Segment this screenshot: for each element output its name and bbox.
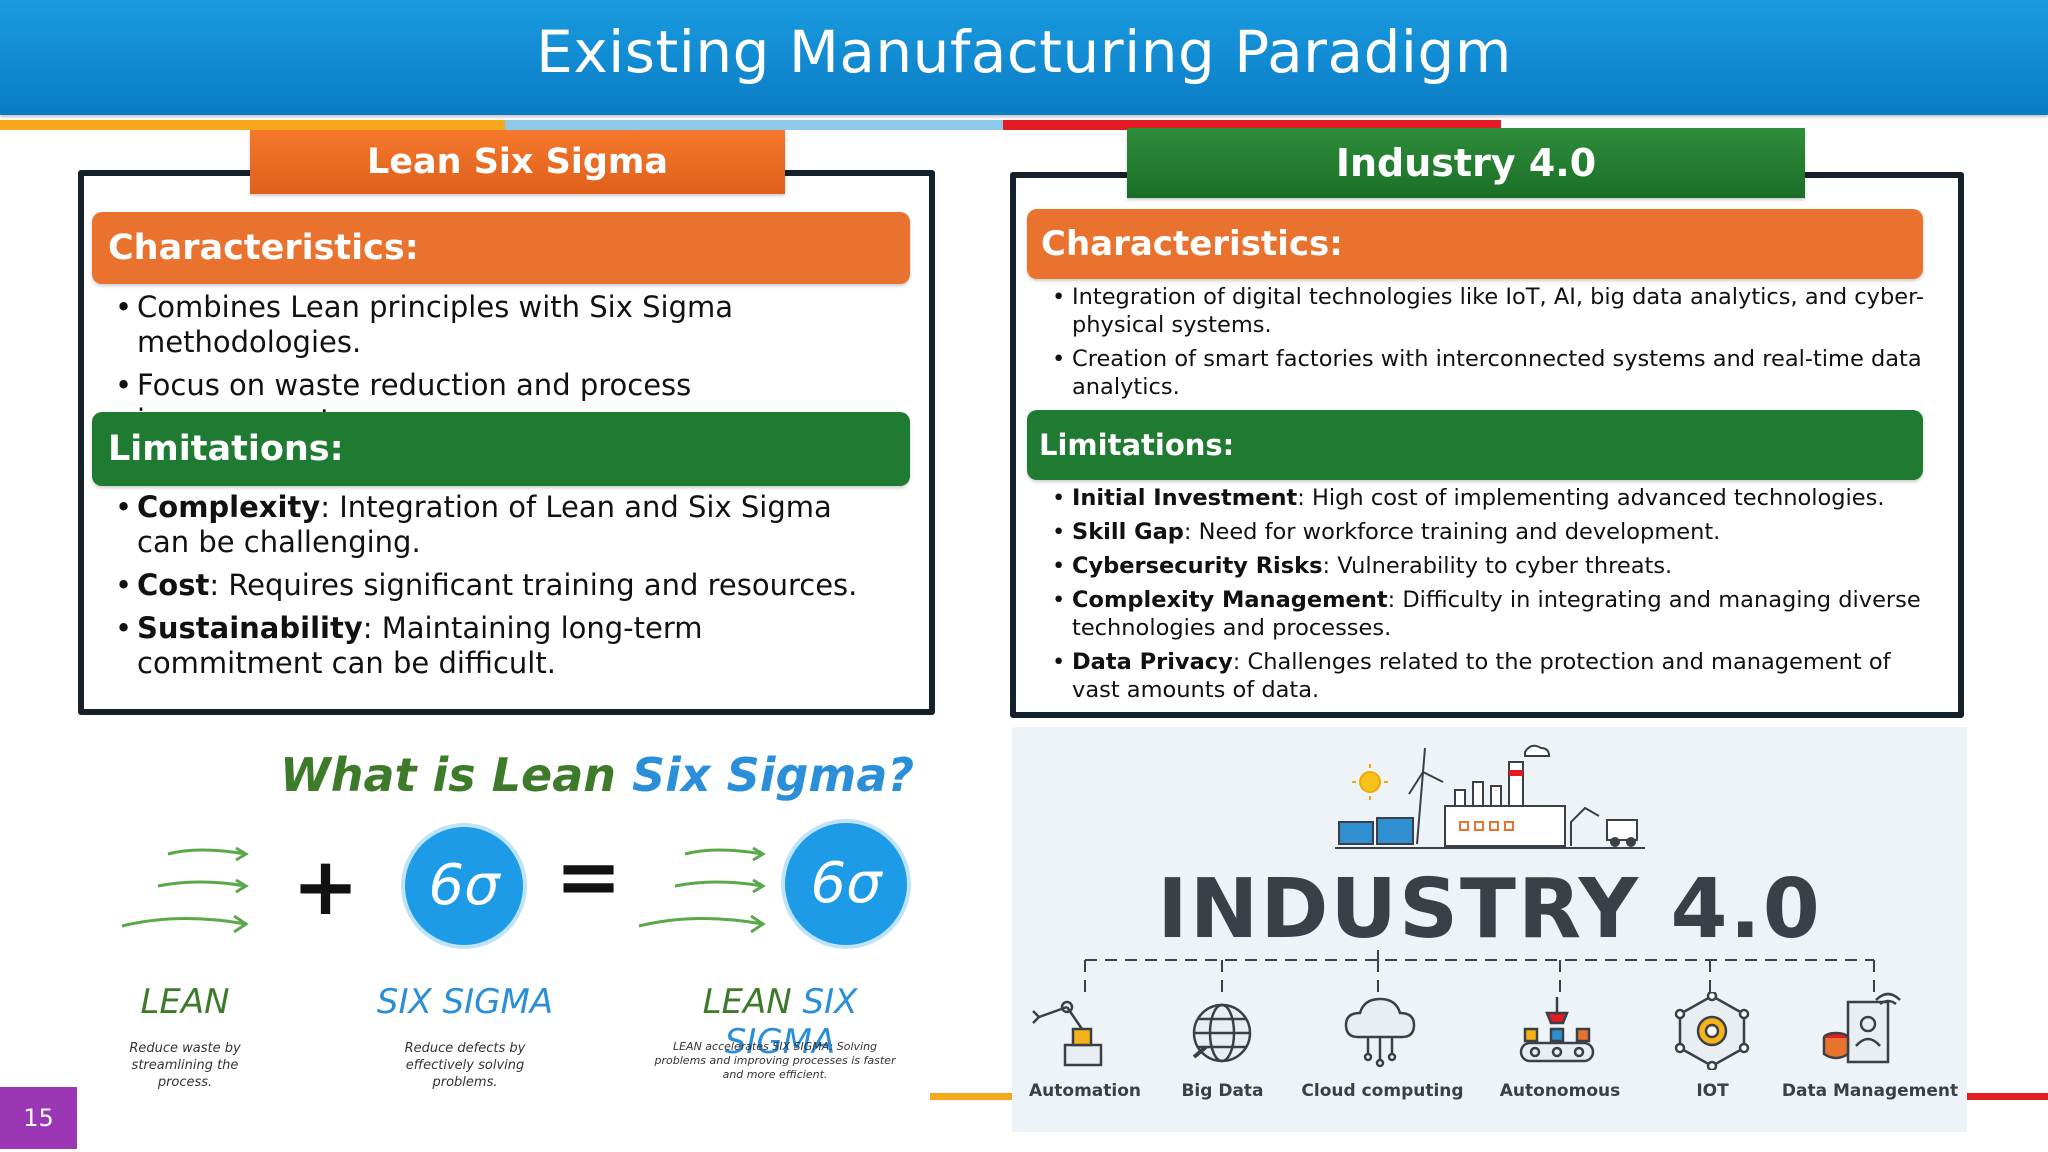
accent-stripe-red <box>1003 120 1501 130</box>
lean-arrows-icon <box>121 846 249 934</box>
accent-stripe-yellow <box>930 1093 1012 1100</box>
list-item: Complexity: Integration of Lean and Six … <box>115 490 885 560</box>
database-icon <box>1822 992 1901 1064</box>
lss-characteristics-heading: Characteristics: <box>92 212 910 284</box>
cloud-computing-label: Cloud computing <box>1301 1081 1464 1101</box>
robot-arm-icon <box>1032 1000 1103 1067</box>
ind-characteristics-list: Integration of digital technologies like… <box>1050 283 1930 407</box>
accent-stripe-yellow <box>0 120 505 130</box>
list-item: Integration of digital technologies like… <box>1050 283 1930 339</box>
list-item: Complexity Management: Difficulty in int… <box>1050 586 1930 642</box>
list-item: Combines Lean principles with Six Sigma … <box>115 290 885 360</box>
list-item: Data Privacy: Challenges related to the … <box>1050 648 1930 704</box>
title-banner <box>0 0 2048 115</box>
list-item: Sustainability: Maintaining long-term co… <box>115 611 885 681</box>
lean-six-sigma-header: Lean Six Sigma <box>250 130 785 194</box>
lss-graphic-title: What is Lean Six Sigma? <box>280 748 915 802</box>
gear-network-icon <box>1674 992 1750 1070</box>
ind-limitations-list: Initial Investment: High cost of impleme… <box>1050 484 1930 710</box>
list-item: Initial Investment: High cost of impleme… <box>1050 484 1930 512</box>
lss-limitations-heading: Limitations: <box>92 412 910 486</box>
accent-stripe-blue <box>505 120 1003 130</box>
accent-stripe-red <box>1967 1093 2048 1100</box>
page-number: 15 <box>0 1087 77 1149</box>
lss-limitations-list: Complexity: Integration of Lean and Six … <box>115 490 885 689</box>
equals-sign: = <box>555 830 623 923</box>
connector-lines <box>1084 950 1875 998</box>
industry-40-title: INDUSTRY 4.0 <box>1157 862 1822 957</box>
six-sigma-description: Reduce defects by effectively solving pr… <box>404 1041 526 1090</box>
six-sigma-label: SIX SIGMA <box>376 982 554 1022</box>
lean-six-sigma-label: LEAN SIX SIGMA <box>702 982 858 1062</box>
list-item: Cost: Requires significant training and … <box>115 568 885 603</box>
cloud-icon <box>1344 997 1416 1068</box>
six-sigma-icon: 6σ <box>405 827 523 945</box>
ind-characteristics-heading: Characteristics: <box>1027 209 1923 279</box>
automation-label: Automation <box>1029 1081 1141 1101</box>
iot-label: IOT <box>1696 1081 1729 1101</box>
globe-icon <box>1192 1003 1252 1063</box>
list-item: Cybersecurity Risks: Vulnerability to cy… <box>1050 552 1930 580</box>
lean-description: Reduce waste by streamlining the process… <box>129 1041 241 1090</box>
lean-six-sigma-description: LEAN accelerates SIX SIGMA: Solving prob… <box>654 1040 896 1081</box>
plus-sign: + <box>292 840 360 933</box>
data-management-label: Data Management <box>1781 1081 1959 1101</box>
lean-label: LEAN <box>140 982 230 1022</box>
industry-40-header: Industry 4.0 <box>1127 128 1805 198</box>
list-item: Skill Gap: Need for workforce training a… <box>1050 518 1930 546</box>
big-data-label: Big Data <box>1181 1081 1264 1101</box>
autonomous-label: Autonomous <box>1499 1081 1621 1101</box>
smart-factory-icon <box>1335 744 1645 849</box>
industry-40-graphic <box>1012 727 1967 1132</box>
six-sigma-icon: 6σ <box>785 823 907 945</box>
lean-arrows-icon <box>638 846 766 934</box>
ind-limitations-heading: Limitations: <box>1027 410 1923 480</box>
slide-title: Existing Manufacturing Paradigm <box>536 18 1512 86</box>
conveyor-icon <box>1519 997 1595 1063</box>
list-item: Creation of smart factories with interco… <box>1050 345 1930 401</box>
